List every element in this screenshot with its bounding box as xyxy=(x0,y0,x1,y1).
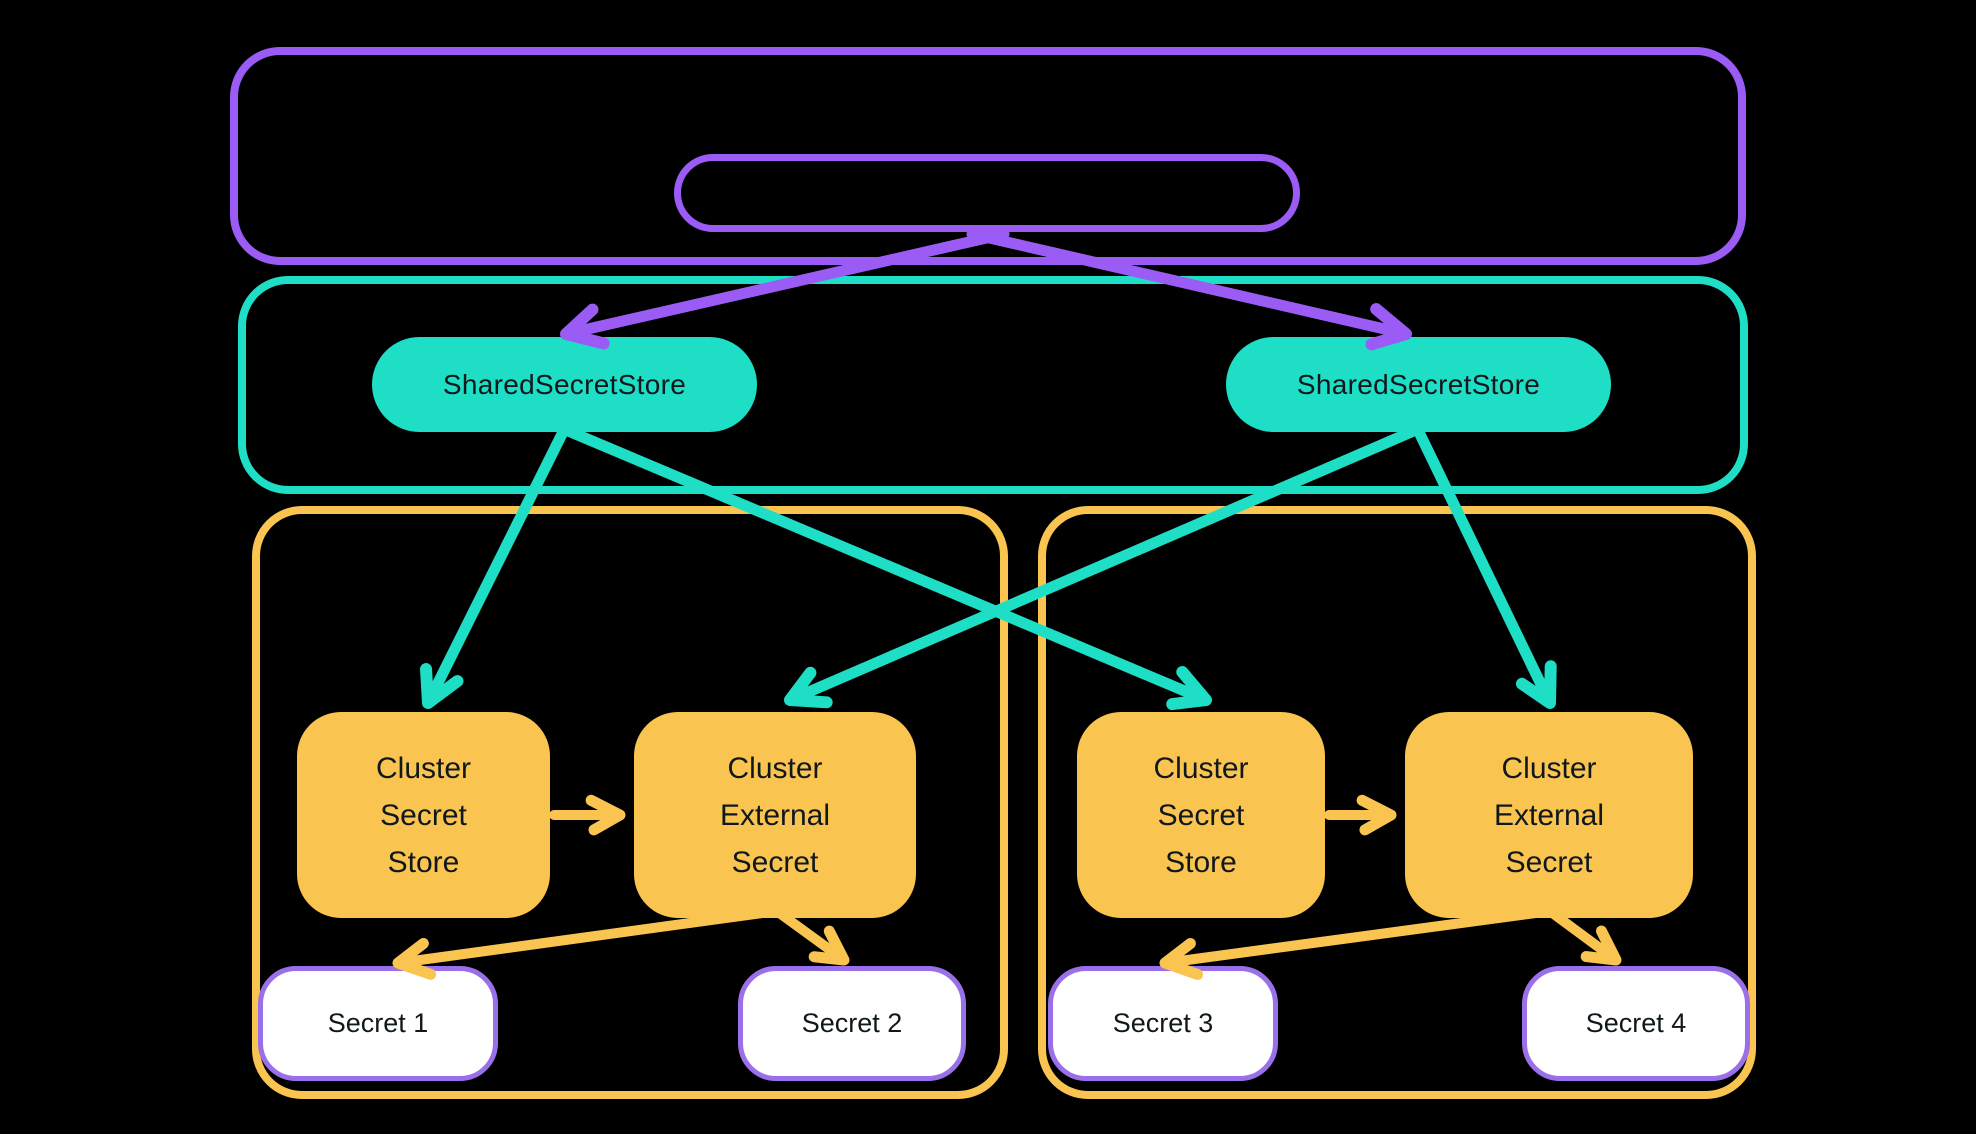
cluster-external-secret-right-line1: Cluster xyxy=(1501,751,1597,785)
secret-1-label: Secret 1 xyxy=(327,1008,429,1038)
cluster-secret-store-left-node: Cluster Secret Store xyxy=(297,712,550,918)
secret-2-node: Secret 2 xyxy=(738,966,966,1081)
cluster-secret-store-right-line2: Secret xyxy=(1157,798,1245,832)
shared-secret-store-left-node: SharedSecretStore xyxy=(372,337,757,432)
inner-purple-pill xyxy=(674,154,1300,232)
cluster-external-secret-left-node: Cluster External Secret xyxy=(634,712,916,918)
cluster-secret-store-right-line3: Store xyxy=(1165,845,1237,879)
cluster-secret-store-left-line1: Cluster xyxy=(375,751,472,785)
secret-4-label: Secret 4 xyxy=(1585,1008,1687,1038)
cluster-external-secret-right-line3: Secret xyxy=(1505,845,1593,879)
secret-1-node: Secret 1 xyxy=(258,966,498,1081)
secret-4-node: Secret 4 xyxy=(1522,966,1750,1081)
cluster-secret-store-left-line2: Secret xyxy=(380,798,467,832)
cluster-external-secret-left-line1: Cluster xyxy=(727,751,823,785)
shared-secret-store-left-label: SharedSecretStore xyxy=(442,368,687,400)
secret-3-node: Secret 3 xyxy=(1048,966,1278,1081)
cluster-secret-store-left-line3: Store xyxy=(387,845,460,879)
secret-2-label: Secret 2 xyxy=(801,1008,903,1038)
cluster-secret-store-right-line1: Cluster xyxy=(1153,751,1249,785)
shared-secret-store-right-node: SharedSecretStore xyxy=(1226,337,1611,432)
cluster-external-secret-right-node: Cluster External Secret xyxy=(1405,712,1693,918)
cluster-external-secret-right-line2: External xyxy=(1493,798,1605,832)
cluster-secret-store-right-node: Cluster Secret Store xyxy=(1077,712,1325,918)
cluster-external-secret-left-line2: External xyxy=(719,798,831,832)
secret-3-label: Secret 3 xyxy=(1112,1008,1214,1038)
cluster-external-secret-left-line3: Secret xyxy=(731,845,819,879)
shared-secret-store-right-label: SharedSecretStore xyxy=(1296,368,1541,400)
